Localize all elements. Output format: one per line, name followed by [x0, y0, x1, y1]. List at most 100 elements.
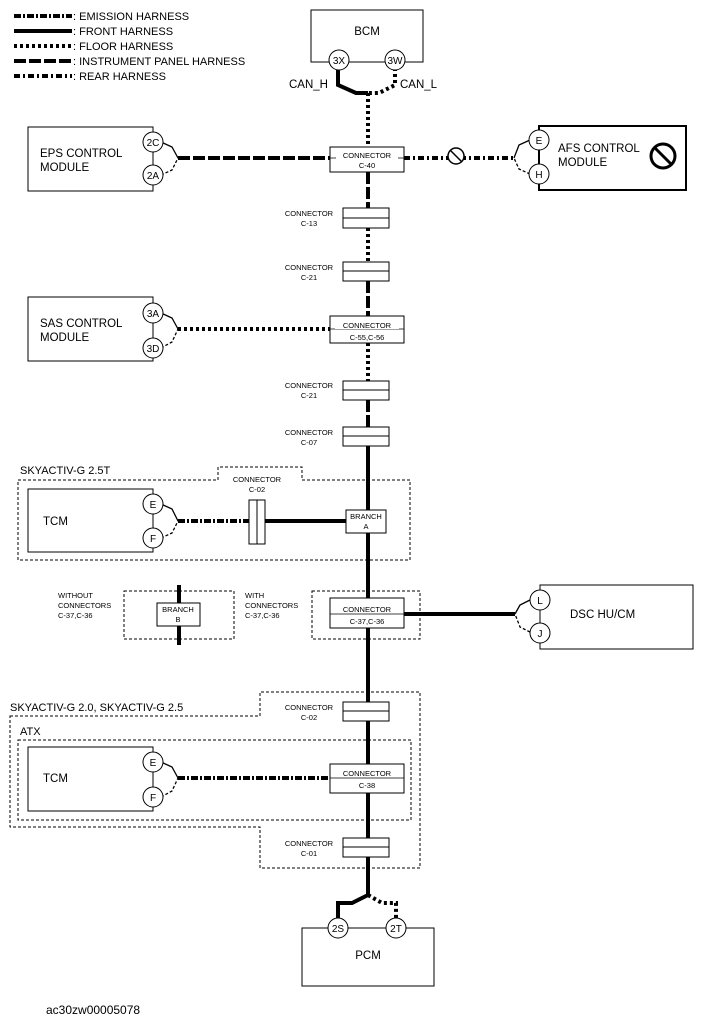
afs-pin-h: H	[535, 170, 542, 181]
connector-c21-lower: CONNECTOR C-21	[285, 380, 390, 401]
legend-emission: : EMISSION HARNESS	[73, 11, 189, 23]
connector-c55-c56: CONNECTOR C-55,C-56	[329, 315, 405, 344]
fan-tcm25t-e	[160, 503, 179, 522]
svg-text:CONNECTOR: CONNECTOR	[343, 151, 392, 160]
connector-c38: CONNECTOR C-38	[329, 763, 405, 794]
svg-text:C-13: C-13	[301, 219, 317, 228]
fan-afs-h	[513, 157, 531, 175]
fan-sas-3a	[160, 312, 179, 330]
connector-c13: CONNECTOR C-13	[285, 207, 390, 229]
svg-text:C-21: C-21	[301, 391, 317, 400]
connector-c01: CONNECTOR C-01	[285, 837, 390, 858]
wire-pcm-2t	[367, 893, 398, 918]
tcm-25t-pin-e: E	[150, 500, 157, 511]
can-l-label: CAN_L	[400, 79, 438, 91]
svg-text:CONNECTOR: CONNECTOR	[233, 475, 282, 484]
svg-text:C-02: C-02	[301, 713, 317, 722]
dsc-pin-j: J	[538, 629, 543, 640]
tcm-25t-pin-f: F	[150, 534, 156, 545]
pcm-pin-2t: 2T	[390, 924, 402, 935]
svg-text:C-02: C-02	[249, 485, 265, 494]
without-connectors-note: WITHOUT CONNECTORS C-37,C-36	[58, 591, 111, 620]
dsc-label: DSC HU/CM	[570, 609, 635, 621]
bcm-label: BCM	[354, 26, 380, 38]
sas-pin-3a: 3A	[147, 309, 160, 320]
figure-id: ac30zw00005078	[46, 1003, 140, 1017]
svg-text:CONNECTOR: CONNECTOR	[343, 605, 392, 614]
connector-c40: CONNECTOR C-40	[329, 146, 405, 173]
fan-afs-e	[513, 139, 531, 159]
connector-c21-upper: CONNECTOR C-21	[285, 261, 390, 282]
connector-c07: CONNECTOR C-07	[285, 426, 390, 447]
sas-pin-3d: 3D	[147, 344, 160, 355]
svg-text:CONNECTORS: CONNECTORS	[245, 601, 298, 610]
afs-control-module: AFS CONTROL MODULE E H	[528, 125, 687, 191]
branch-b: BRANCH B	[156, 602, 201, 627]
dsc-pin-l: L	[537, 596, 543, 607]
tcm-25t-label: TCM	[43, 516, 68, 528]
dsc-hu-cm-module: DSC HU/CM L J	[529, 584, 694, 650]
eps-pin-2c: 2C	[147, 138, 160, 149]
svg-text:C-55,C-56: C-55,C-56	[350, 333, 385, 342]
afs-label-1: AFS CONTROL	[558, 143, 640, 155]
group-skyactiv-25t-label: SKYACTIV-G 2.5T	[20, 465, 111, 477]
svg-text:CONNECTOR: CONNECTOR	[285, 839, 334, 848]
svg-text:CONNECTORS: CONNECTORS	[58, 601, 111, 610]
legend-floor: : FLOOR HARNESS	[73, 41, 173, 53]
prohibited-small-icon	[447, 147, 465, 165]
svg-text:B: B	[175, 615, 180, 624]
svg-text:C-01: C-01	[301, 849, 317, 858]
pcm-module: PCM 2S 2T	[301, 917, 435, 987]
svg-text:A: A	[363, 522, 368, 531]
afs-pin-e: E	[536, 136, 543, 147]
connector-c02-lower: CONNECTOR C-02	[285, 701, 390, 722]
afs-label-2: MODULE	[558, 157, 608, 169]
wire-bcm-canh	[336, 68, 368, 95]
eps-pin-2a: 2A	[147, 171, 160, 182]
svg-text:CONNECTOR: CONNECTOR	[343, 321, 392, 330]
legend: : EMISSION HARNESS : FRONT HARNESS : FLO…	[14, 11, 245, 83]
fan-sas-3d	[160, 328, 179, 349]
fan-eps-2a	[160, 157, 179, 176]
tcm-25t-module: TCM E F	[27, 488, 164, 553]
svg-text:C-21: C-21	[301, 273, 317, 282]
pcm-pin-2s: 2S	[332, 924, 345, 935]
eps-label-2: MODULE	[40, 162, 90, 174]
eps-control-module: EPS CONTROL MODULE 2C 2A	[27, 126, 164, 192]
legend-instrument: : INSTRUMENT PANEL HARNESS	[73, 56, 245, 68]
fan-dsc-l	[514, 599, 531, 615]
svg-text:BRANCH: BRANCH	[350, 512, 382, 521]
svg-text:C-37,C-36: C-37,C-36	[350, 617, 385, 626]
fan-dsc-j	[514, 613, 531, 633]
svg-text:CONNECTOR: CONNECTOR	[285, 381, 334, 390]
bcm-pin-3w: 3W	[388, 56, 404, 67]
connector-c02-upper: CONNECTOR C-02	[233, 475, 282, 545]
sas-label-2: MODULE	[40, 332, 90, 344]
bcm-pin-3x: 3X	[333, 56, 346, 67]
fan-tcmatx-f	[160, 777, 179, 798]
svg-text:C-38: C-38	[359, 781, 375, 790]
fan-eps-2c	[160, 141, 179, 159]
svg-text:WITHOUT: WITHOUT	[58, 591, 93, 600]
sas-label-1: SAS CONTROL	[40, 318, 123, 330]
svg-text:C-40: C-40	[359, 161, 375, 170]
svg-text:CONNECTOR: CONNECTOR	[343, 769, 392, 778]
group-atx-label: ATX	[20, 726, 41, 738]
legend-front: : FRONT HARNESS	[73, 26, 173, 38]
group-atx-outline	[17, 739, 412, 821]
bcm-module: BCM 3X 3W CAN_H CAN_L	[289, 9, 438, 91]
svg-text:C-07: C-07	[301, 438, 317, 447]
fan-tcm25t-f	[160, 520, 179, 539]
wire-bcm-canl	[368, 68, 397, 95]
group-skyactiv-20-25-label: SKYACTIV-G 2.0, SKYACTIV-G 2.5	[10, 702, 183, 714]
group-skyactiv-25t-outline	[17, 466, 411, 561]
pcm-label: PCM	[355, 950, 381, 962]
tcm-atx-pin-e: E	[150, 758, 157, 769]
branch-a: BRANCH A	[345, 509, 387, 534]
svg-text:CONNECTOR: CONNECTOR	[285, 263, 334, 272]
svg-text:C-37,C-36: C-37,C-36	[245, 611, 280, 620]
tcm-atx-label: TCM	[43, 773, 68, 785]
can-h-label: CAN_H	[289, 79, 328, 91]
tcm-atx-module: TCM E F	[27, 746, 164, 812]
